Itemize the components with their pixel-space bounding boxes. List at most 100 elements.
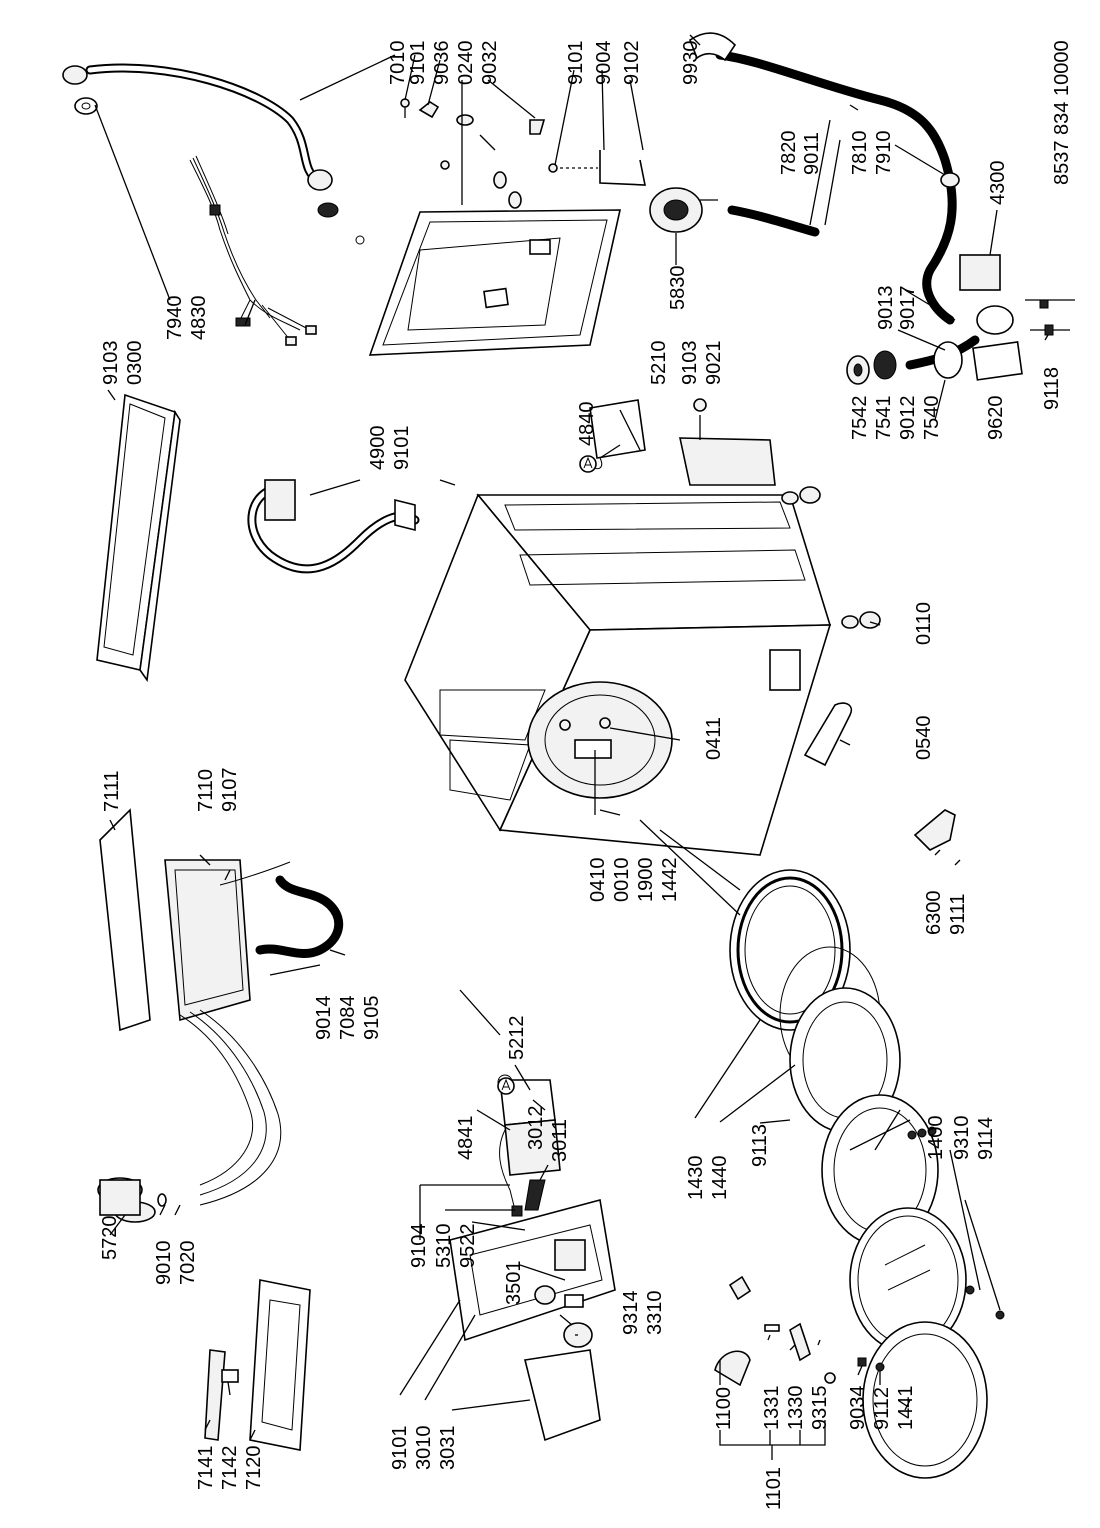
- inlet-pipes-part: [179, 1009, 282, 1206]
- main-cabinet-part: [404, 493, 832, 856]
- bracket-part: [560, 150, 646, 186]
- callout-4300: 4300: [987, 161, 1009, 206]
- callout-3012: 3012: [525, 1106, 547, 1151]
- callout-9101: 9101: [389, 1426, 411, 1471]
- callout-9111: 9111: [947, 893, 969, 935]
- document-code: 8537 834 10000: [1051, 40, 1073, 185]
- callout-7020: 7020: [177, 1241, 199, 1286]
- callout-0240: 0240: [455, 41, 477, 86]
- callout-5830: 5830: [667, 266, 689, 311]
- callout-9021: 9021: [703, 341, 725, 386]
- callout-0410: 0410: [587, 858, 609, 903]
- callout-3011: 3011: [549, 1119, 571, 1162]
- callout-7940: 7940: [164, 296, 186, 341]
- callout-9314: 9314: [620, 1291, 642, 1336]
- callout-3310: 3310: [644, 1291, 666, 1336]
- callout-7540: 7540: [921, 396, 943, 441]
- callout-9105: 9105: [361, 996, 383, 1041]
- callout-4830: 4830: [188, 296, 210, 341]
- callout-0010: 0010: [611, 858, 633, 903]
- callout-1442: 1442: [659, 858, 681, 903]
- panel-cover-part: [524, 1349, 601, 1442]
- callout-5310: 5310: [433, 1224, 455, 1269]
- callout-7541: 7541: [873, 396, 895, 441]
- callout-1100: 1100: [713, 1387, 735, 1430]
- callout-9522: 9522: [457, 1224, 479, 1269]
- callout-9620: 9620: [985, 396, 1007, 441]
- callout-9101: 9101: [565, 41, 587, 86]
- connector-markers: [497, 455, 597, 1095]
- rear-hardware-parts: [400, 98, 558, 209]
- callout-9017: 9017: [897, 286, 919, 331]
- callout-1440: 1440: [709, 1156, 731, 1201]
- electronic-module-part: [497, 1074, 561, 1217]
- callout-7910: 7910: [873, 131, 895, 176]
- callout-7120: 7120: [243, 1446, 265, 1491]
- callout-7142: 7142: [219, 1446, 241, 1491]
- callout-4840: 4840: [576, 402, 598, 447]
- callout-9010: 9010: [153, 1241, 175, 1286]
- callout-0411: 0411: [703, 717, 725, 760]
- callout-3010: 3010: [413, 1426, 435, 1471]
- callout-9012: 9012: [897, 396, 919, 441]
- callout-9107: 9107: [219, 768, 241, 813]
- callout-9103: 9103: [100, 341, 122, 386]
- pressure-switch-part: [649, 187, 718, 233]
- callout-7141: 7141: [195, 1446, 217, 1491]
- inlet-hose-part: [62, 63, 339, 218]
- callout-9310: 9310: [951, 1116, 973, 1161]
- callout-1441: 1441: [895, 1386, 917, 1431]
- rear-panel-part: [355, 209, 621, 356]
- callout-9104: 9104: [408, 1224, 430, 1269]
- callout-9013: 9013: [875, 286, 897, 331]
- sump-hose-part: [846, 341, 963, 385]
- callout-9101: 9101: [391, 426, 413, 471]
- callout-7810: 7810: [849, 131, 871, 176]
- callout-4900: 4900: [367, 426, 389, 471]
- control-panel-part: [449, 1199, 616, 1342]
- callout-5212: 5212: [506, 1016, 528, 1061]
- leader-lines: [94, 34, 1049, 1460]
- callout-7010: 7010: [387, 41, 409, 86]
- callout-9004: 9004: [593, 41, 615, 86]
- callout-9114: 9114: [975, 1117, 997, 1160]
- callout-5210: 5210: [648, 341, 670, 386]
- door-bellows-part: [729, 869, 851, 1031]
- callout-1330: 1330: [785, 1386, 807, 1431]
- callout-9036: 9036: [431, 41, 453, 86]
- callout-9103: 9103: [679, 341, 701, 386]
- inlet-valve-part: [97, 1177, 167, 1223]
- callout-7820: 7820: [778, 131, 800, 176]
- callout-5720: 5720: [99, 1216, 121, 1261]
- callout-9112: 9112: [871, 1387, 893, 1430]
- callout-7084: 7084: [337, 996, 359, 1041]
- door-lock-part: [913, 809, 956, 851]
- callout-1430: 1430: [685, 1156, 707, 1201]
- callout-7110: 7110: [195, 769, 217, 812]
- kick-plate-part: [803, 702, 853, 767]
- callout-1331: 1331: [761, 1386, 783, 1431]
- callout-9101: 9101: [407, 41, 429, 86]
- callout-9102: 9102: [621, 41, 643, 86]
- drain-hose-part: [689, 32, 960, 325]
- callout-9014: 9014: [313, 996, 335, 1041]
- callout-9930: 9930: [680, 41, 702, 86]
- drain-pump-part: [905, 254, 1075, 381]
- callout-0540: 0540: [913, 716, 935, 761]
- callout-0300: 0300: [124, 341, 146, 386]
- callout-1900: 1900: [635, 858, 657, 903]
- callout-3501: 3501: [503, 1261, 525, 1306]
- door-inner-ring-part: [862, 1321, 988, 1479]
- wiring-harness-part: [189, 155, 317, 346]
- callout-9315: 9315: [809, 1386, 831, 1431]
- top-cover-part: [96, 393, 181, 683]
- callout-9011: 9011: [801, 132, 823, 175]
- dispenser-drawer-part: [204, 1279, 311, 1451]
- callout-labels: 7010 9101 9036 0240 9032 9101 9004 9102 …: [99, 40, 1073, 1510]
- dispenser-housing-part: [99, 808, 344, 1032]
- callout-4841: 4841: [455, 1116, 477, 1161]
- door-handle-parts: [714, 1126, 1005, 1387]
- callout-9118: 9118: [1041, 367, 1063, 410]
- callout-9034: 9034: [847, 1386, 869, 1431]
